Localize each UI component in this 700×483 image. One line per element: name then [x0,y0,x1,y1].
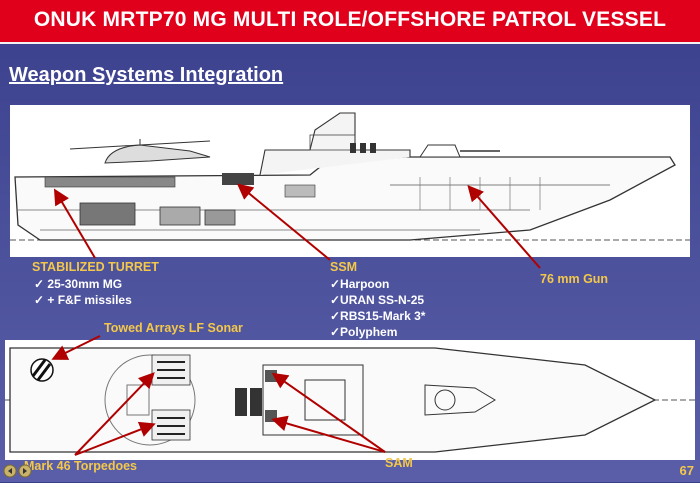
section-title: Weapon Systems Integration [9,64,284,86]
title-bar: ONUK MRTP70 MG MULTI ROLE/OFFSHORE PATRO… [0,0,700,44]
gun-label: 76 mm Gun [540,272,609,286]
nav-arrows-icon[interactable] [3,464,37,478]
ssm-item: ✓URAN SS-N-25 [330,293,425,307]
sonar-label: Towed Arrays LF Sonar [104,321,243,335]
ssm-item: ✓RBS15-Mark 3* [330,309,426,323]
page-number: 67 [679,463,694,478]
side-profile-drawing [10,105,690,257]
turret-label: STABILIZED TURRET [32,260,159,274]
ssm-item: ✓Polyphem [330,325,398,339]
sonar-marker [30,358,54,382]
turret-list: ✓ 25-30mm MG ✓ + F&F missiles [34,276,132,308]
ship-top-view [5,347,695,453]
ssm-item: ✓Harpoon [330,277,390,291]
top-plan-drawing [5,340,695,460]
turret-item: ✓ + F&F missiles [34,293,132,307]
turret-item: ✓ 25-30mm MG [34,277,123,291]
slide-title: ONUK MRTP70 MG MULTI ROLE/OFFSHORE PATRO… [33,8,667,31]
sam-label: SAM [385,456,413,470]
ship-side-view [10,112,690,241]
ssm-label: SSM [330,260,358,274]
torpedoes-label: Mark 46 Torpedoes [24,459,138,473]
ssm-list: ✓Harpoon ✓URAN SS-N-25 ✓RBS15-Mark 3* ✓P… [330,276,425,340]
